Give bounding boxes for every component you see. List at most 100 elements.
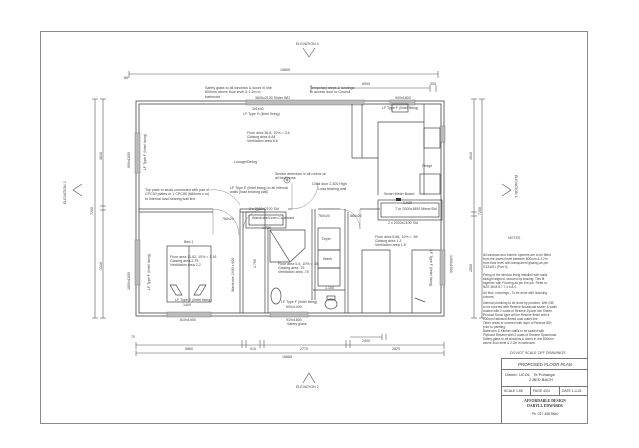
linen-label: Wardrobe/Linen Cupboard — [252, 216, 295, 220]
wc-dim: 1.100 — [325, 286, 334, 290]
elevation-2-marker-icon — [302, 372, 316, 384]
lounge-stat: Ventilation area 8.6 — [247, 139, 278, 143]
dim-bottom-seg: 2870 — [392, 347, 400, 351]
company-line2: DARYLL EDWARDS — [527, 404, 563, 408]
note-paragraph: All windows and frames' openers are to b… — [483, 253, 551, 269]
lounge-stat: Glazing area 8.84 — [247, 135, 276, 139]
fridge-label: Fridge — [422, 164, 433, 168]
page-value: PAGE 4/24 — [531, 387, 560, 395]
drawing-sheet-border — [40, 31, 588, 424]
note-paragraph: Safety glass to all windows & doors in l… — [483, 337, 554, 345]
title-block: PROPOSED FLOOR PLAN Owner: UCOL Te Puhan… — [501, 358, 588, 424]
safety-glass-note: Safety glass to all windows & doors in l… — [205, 86, 272, 99]
notes-heading: NOTES — [508, 236, 521, 240]
bath-window-size: 910x1800 — [286, 318, 302, 322]
dim-top-overall: 15665 — [280, 68, 290, 72]
lounge-window-label: 900x1800 — [127, 152, 131, 168]
kitchen-window-right — [439, 125, 446, 143]
child-door-note: Child door 2,300 High — [312, 182, 347, 186]
top-lintel-label: LF Type H (lintel fixing) — [243, 112, 280, 116]
bed2-wardrobe-top: 1.930 — [403, 201, 412, 205]
bed1-stat: Ventilation area 2.2 — [170, 263, 201, 267]
note-paragraph: Air flow: coverings - To be done with re… — [483, 291, 548, 299]
project-name: 2 BED BACH — [529, 377, 553, 382]
drawing-title: PROPOSED FLOOR PLAN — [502, 359, 588, 370]
fridge-space — [419, 173, 441, 195]
dim-left-sub1: 3810 — [99, 152, 103, 160]
smoke-detector-icon — [283, 176, 291, 184]
owner-block: Owner: UCOL Te Puhanga 2 BED BACH — [502, 370, 588, 387]
bed2-window-label: 1400x1800 — [449, 255, 453, 273]
lounge-window-left — [134, 132, 141, 174]
owner-name: UCOL — [519, 372, 530, 377]
bed2-wardrobe-label: T or 2000x1800 Mirror/Sld — [395, 207, 437, 211]
note-paragraph: Bathroom & Kitchen walls to be sealed wi… — [483, 329, 557, 337]
door-label: 860x20 — [350, 214, 362, 218]
bath-lintel-label: LF Type F (lintel fixing) — [281, 300, 318, 304]
kitchen-window-top — [389, 99, 416, 106]
company-phone: Ph. 027 408 5640 — [531, 412, 559, 416]
lounge-room-label: Lounge/Dining — [234, 160, 258, 164]
bed2-wardrobe-size: 2 x 2000x2100 Sld — [388, 221, 418, 225]
bath-safety-glass: Safety glass — [287, 322, 307, 326]
elevation-4-marker-icon — [302, 47, 316, 58]
bed1-stat: Glazing area 2.75 — [170, 259, 199, 263]
bed1-window-bottom — [166, 311, 212, 318]
elevation-3-marker-icon — [72, 183, 83, 197]
company-block: AFFORDABLE DESIGN DARYLL EDWARDS Ph. 027… — [502, 396, 588, 423]
elevation-1-label: ELEVATION 1 — [514, 175, 518, 198]
owner-label: Owner: — [505, 372, 518, 377]
smart-meter-label: Smart Meter Board — [384, 192, 415, 196]
linen-size: 1.730 — [262, 226, 271, 230]
door-label: 760x20 — [222, 217, 234, 221]
top-plate-note: Top plate to studs connected with pair o… — [145, 188, 210, 201]
dim-bottom-seg: 910 — [250, 347, 256, 351]
dim-top-edge: 85 — [124, 76, 128, 80]
cooktop-icon — [423, 127, 441, 149]
kitchen-lintel-label: LF Type F (lintel fixing) — [382, 106, 419, 110]
bath-stat: Ventilation area .75 — [278, 270, 309, 274]
door-label: 760x20 — [318, 214, 330, 218]
temporary-steps-note: Temporary steps & landings to access doo… — [310, 86, 355, 95]
do-not-scale-note: DO NOT SCALE OFF DRAWINGS — [510, 351, 566, 355]
bed1-room-label: Bed 1 — [184, 240, 194, 244]
bed2-stat: Glazing area 1.3 — [375, 239, 402, 243]
dim-bottom-seg: 5860 — [185, 347, 193, 351]
bed1-lintel-label: LF Type E (lintel fixing) — [175, 298, 212, 302]
bed1-window-size: 810x1400 — [180, 318, 196, 322]
load-bearing-note: Load bearing wall — [318, 187, 347, 191]
note-paragraph: Other areas to covered with layer of Res… — [483, 321, 552, 329]
dim-top-sub1: 6900 — [362, 82, 370, 86]
scale-value: SCALE 1:55 — [502, 387, 531, 395]
meta-row: SCALE 1:55 PAGE 4/24 DATE 1-4-24 — [502, 387, 588, 396]
dim-right-sub2: 2800 — [469, 264, 473, 272]
hall-wardrobe-label: Wardrobe 2400 x 600 — [231, 257, 235, 292]
bed1-door-swing — [212, 208, 240, 236]
dim-right-overall: 7200 — [478, 207, 482, 215]
dim-right-sub1: 4010 — [469, 152, 473, 160]
dim-left-overall: 7200 — [90, 207, 94, 215]
dim-left-sub2: 3310 — [99, 262, 103, 270]
elevation-2-label: ELEVATION 2 — [296, 385, 319, 389]
note-paragraph: Internal plumbing to be done by plumber.… — [483, 301, 557, 321]
bed2-window-right — [439, 249, 446, 286]
dim-top-sub2: 300 — [430, 82, 436, 86]
company-line1: AFFORDABLE DESIGN — [524, 399, 566, 403]
elevation-1-marker-icon — [501, 183, 512, 197]
bed2-stat: Floor area 8.86, 10% = .89 — [375, 235, 418, 239]
bath-stat: Floor area 6.5, 10% = .65 — [278, 262, 319, 266]
bed2-door-swing — [339, 208, 361, 230]
bath-stat: Glazing area .75 — [278, 266, 305, 270]
linen-top-label: 2 x 2000x2100 Sld — [249, 207, 279, 211]
top-lintel-count: 3x1x40 — [252, 107, 264, 111]
bed1-side-lintel: LF Type F (lintel fixing) — [147, 253, 151, 290]
slider-label: 3600x2100 Slider WD — [255, 96, 290, 100]
bathroom-window-bottom — [269, 311, 309, 318]
bed1-stat: Floor area 11.62, 10% = 1.16 — [170, 255, 217, 259]
lintel-e-note: LF Type E (lintel fixing) to all interna… — [230, 186, 288, 195]
bed2-lintel-label: LF Type F (lintel fixing) — [429, 250, 433, 287]
bed1-window-label: 1400 — [183, 303, 191, 307]
bed1-side-window: 1800x1800 — [127, 272, 131, 290]
dim-bottom-seg: 2770 — [300, 347, 308, 351]
